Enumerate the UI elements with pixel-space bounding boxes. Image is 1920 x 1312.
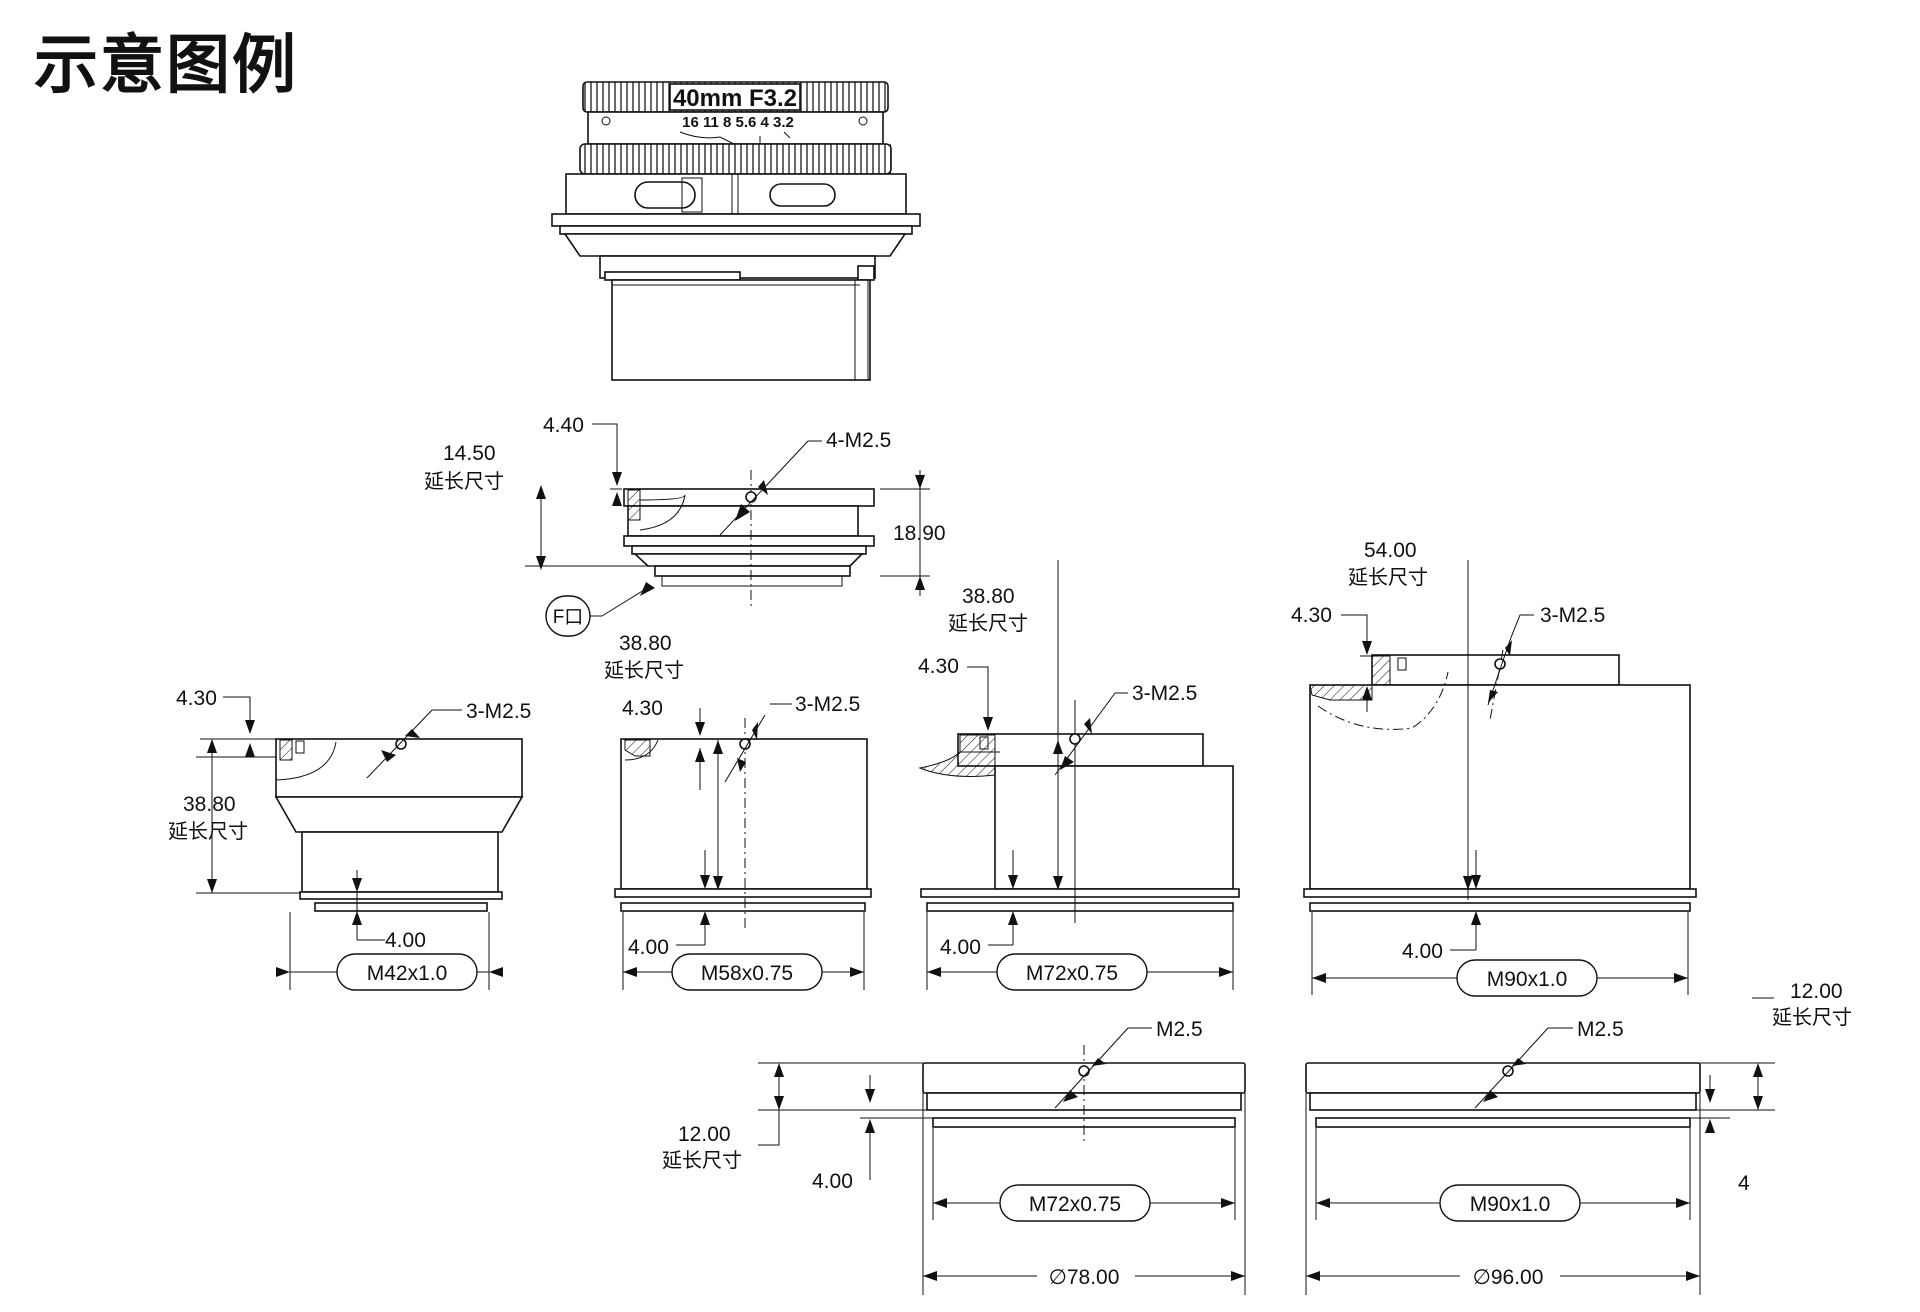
m72-flange-dim: 4.30 — [918, 655, 959, 678]
m58-ext-value: 38.80 — [619, 632, 672, 655]
m42-flange-dim: 4.30 — [176, 687, 217, 710]
top-height-dim: 18.90 — [893, 522, 946, 545]
m58-ext-label: 延长尺寸 — [604, 658, 684, 682]
ring90-thread-dim: 4 — [1738, 1172, 1750, 1195]
m58-thread-label: M58x0.75 — [701, 962, 793, 985]
lens-model-label: 40mm F3.2 — [673, 85, 797, 112]
m90-screw-label: 3-M2.5 — [1540, 604, 1605, 627]
ring90-drawing: M2.5 12.00 延长尺寸 4 M90x1.0 ∅96.00 — [1305, 980, 1852, 1295]
m90-thread-dim: 4.00 — [1402, 940, 1443, 963]
top-flange-dim: 4.40 — [543, 414, 584, 437]
m90-flange-dim: 4.30 — [1291, 604, 1332, 627]
lens-drawing: 40mm F3.2 16 11 8 5.6 4 3.2 — [551, 81, 921, 381]
ring72-thread-label: M72x0.75 — [1029, 1193, 1121, 1216]
ring72-ext-label: 延长尺寸 — [662, 1148, 742, 1172]
m42-adapter-drawing: 3-M2.5 4.30 38.80 延长尺寸 4.00 M42x1.0 — [168, 687, 531, 991]
ring72-screw-label: M2.5 — [1156, 1018, 1203, 1041]
m72-adapter-drawing: 3-M2.5 4.30 38.80 延长尺寸 4.00 M72x0.75 — [918, 560, 1240, 991]
m90-adapter-drawing: 3-M2.5 4.30 54.00 延长尺寸 4.00 M90x1.0 — [1291, 539, 1697, 997]
page-title: 示意图例 — [34, 29, 298, 103]
m72-thread-dim: 4.00 — [940, 936, 981, 959]
m72-screw-label: 3-M2.5 — [1132, 682, 1197, 705]
ring90-ext-label: 延长尺寸 — [1772, 1005, 1852, 1029]
m72-thread-label: M72x0.75 — [1026, 962, 1118, 985]
top-adapter-drawing: 4.40 14.50 延长尺寸 4-M2.5 18.90 F口 — [424, 414, 946, 637]
m90-ext-label: 延长尺寸 — [1348, 565, 1428, 589]
m58-adapter-drawing: 3-M2.5 4.30 38.80 延长尺寸 4.00 M58x0.75 — [604, 632, 872, 991]
m58-flange-dim: 4.30 — [622, 697, 663, 720]
m58-screw-label: 3-M2.5 — [795, 693, 860, 716]
m42-thread-label: M42x1.0 — [367, 962, 448, 985]
m42-ext-label: 延长尺寸 — [168, 819, 248, 843]
m90-thread-label: M90x1.0 — [1487, 968, 1568, 991]
ring72-ext-value: 12.00 — [678, 1123, 731, 1146]
ring72-thread-dim: 4.00 — [812, 1170, 853, 1193]
m58-thread-dim: 4.00 — [628, 936, 669, 959]
ring90-ext-value: 12.00 — [1790, 980, 1843, 1003]
m42-thread-dim: 4.00 — [385, 929, 426, 952]
ring90-screw-label: M2.5 — [1577, 1018, 1624, 1041]
top-screw-label: 4-M2.5 — [826, 429, 891, 452]
lens-aperture-scale: 16 11 8 5.6 4 3.2 — [682, 114, 794, 131]
ring90-diameter-label: ∅96.00 — [1473, 1266, 1544, 1289]
ring72-drawing: M2.5 12.00 延长尺寸 4.00 M72x0.75 ∅78.00 — [662, 1018, 1246, 1295]
top-ext-value: 14.50 — [443, 442, 496, 465]
ring90-thread-label: M90x1.0 — [1470, 1193, 1551, 1216]
m72-ext-label: 延长尺寸 — [948, 611, 1028, 635]
m72-ext-value: 38.80 — [962, 585, 1015, 608]
f-mount-badge: F口 — [553, 607, 584, 628]
top-ext-label: 延长尺寸 — [424, 469, 504, 493]
ring72-diameter-label: ∅78.00 — [1049, 1266, 1120, 1289]
m42-screw-label: 3-M2.5 — [466, 700, 531, 723]
m90-ext-value: 54.00 — [1364, 539, 1417, 562]
m42-ext-value: 38.80 — [183, 793, 236, 816]
